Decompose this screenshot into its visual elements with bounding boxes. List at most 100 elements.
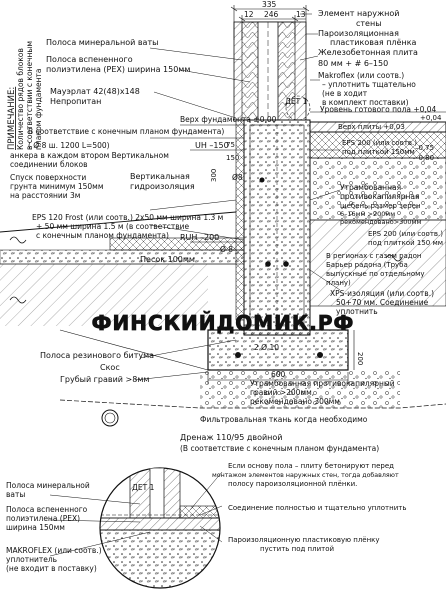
detail-makro-3: (не входит в поставку) xyxy=(6,564,97,573)
label-anchor-2: анкера в каждом втором Вертикальном xyxy=(10,151,169,160)
label-mineral: Полоса минеральной ваты xyxy=(46,38,158,47)
watermark: ФИНСКИЙДОМИК.РФ xyxy=(92,311,355,335)
label-gravel: Грубый гравий >8мм xyxy=(60,375,149,384)
gravel-under xyxy=(200,370,400,408)
label-wall-1: Элемент наружной xyxy=(318,9,400,18)
label-anchor-3: соединении блоков xyxy=(10,160,88,169)
label-drain-2: (В соответствие с конечным планом фундам… xyxy=(180,444,379,453)
label-floor: Уровень готового пола +0,04 xyxy=(320,105,437,114)
label-dim-300: 300 xyxy=(210,169,218,182)
detail-note-2: монтажом элементов наружных стен, тогда … xyxy=(212,471,399,479)
label-dim-150: 150 xyxy=(226,154,239,162)
detail-note-1: Если основу полa – плиту бетонируют пере… xyxy=(228,462,394,470)
outer-eps xyxy=(235,119,245,321)
label-vapor-1: Пароизоляционная xyxy=(318,29,399,38)
detail-pex-3: ширина 150мм xyxy=(6,523,65,532)
label-compacted-2: гравий >200мм, xyxy=(250,388,314,397)
label-makro-1: Makroflex (или соотв.) xyxy=(318,71,404,80)
dim-335: 335 xyxy=(262,0,277,9)
label-fill-2: противокапилярная xyxy=(340,192,420,201)
floor-slab xyxy=(309,121,446,221)
label-pex-2: полиэтилена (PEX) ширина 150мм xyxy=(46,65,190,74)
label-makro-4: в комплект поставки) xyxy=(322,98,409,107)
label-eps-1: EPS 120 Frost (или соотв.) 2х50 мм ширин… xyxy=(32,213,223,222)
rebar-label: 2 Ø 10 xyxy=(254,343,279,352)
dim-200: 200 xyxy=(356,352,364,365)
label-xps-3: уплотнить xyxy=(336,307,378,316)
label-plus004: +0,04 xyxy=(420,114,442,122)
label-dim-75: 75 xyxy=(226,141,235,149)
detail-note-4: Соединение полностью и тщательно уплотни… xyxy=(228,504,406,512)
detail-mineral-2: ваты xyxy=(6,490,25,499)
dim-12: 12 xyxy=(244,10,254,19)
label-xps-1: XPS-изоляция (или соотв.) xyxy=(330,289,434,298)
ground-line xyxy=(0,211,237,233)
detail-note-3: полосу пароизоляционной плёнки. xyxy=(228,480,357,488)
det1-circle xyxy=(285,95,311,121)
detail-labels: Полоса минеральной ваты Полоса вспененно… xyxy=(6,462,406,573)
label-wall-2: стены xyxy=(356,19,382,28)
level-lines xyxy=(180,111,446,243)
ground-fill xyxy=(0,264,208,326)
label-slope-3: на расстоянии 3м xyxy=(10,191,80,200)
label-foundation-top: Верх фундамента ±0,00 xyxy=(180,115,277,124)
label-mauerlat-2: Непропитан xyxy=(50,97,101,106)
label-slope-1: Спуск поверхности xyxy=(10,173,86,182)
label-vhydro-1: Вертикальная xyxy=(130,172,190,181)
label-minus080: –0,80 xyxy=(415,154,434,162)
label-fill-4: 6–16мм >200мм xyxy=(340,210,395,218)
label-compacted-3: рекомендовано 300мм xyxy=(250,397,340,406)
label-fill-5: рекомендовано>300мм xyxy=(340,218,421,226)
label-makro-3: (не в ходит xyxy=(322,89,368,98)
label-uh: UH –150 xyxy=(195,141,229,150)
label-eps-2: + 50 мм ширина 1.5 м (в соответствие xyxy=(36,222,189,231)
label-fill-3: щебень размер зерен xyxy=(340,202,421,210)
note-line-3: планом фундамента xyxy=(34,68,43,150)
label-minus075: –0,75 xyxy=(415,144,434,152)
left-labels: Полоса минеральной ваты Полоса вспененно… xyxy=(10,38,395,453)
label-eps-3: с конечным планом фундамента) xyxy=(36,231,169,240)
detail-pex-2: полиэтилена (PEX) xyxy=(6,514,80,523)
detail-note-6: пустить под плитой xyxy=(260,545,334,553)
detail-note-5: Пароизоляционную пластиковую плёнку xyxy=(228,536,380,544)
label-radon-2: Барьер радона (Труба xyxy=(326,261,408,269)
scree-line xyxy=(59,329,209,371)
label-vapor-2: пластиковая плёнка xyxy=(330,38,417,47)
label-slab-1: Железобетонная плита xyxy=(318,48,418,57)
label-mauerlat-1: Мауэрлат 42(48)х148 xyxy=(50,87,140,96)
detail-mineral-1: Полоса минеральной xyxy=(6,481,90,490)
label-eps-under: EPS 200 (или соотв.) xyxy=(342,139,417,147)
label-makro-2: – уплотнить тщательно xyxy=(322,80,416,89)
detail-circle xyxy=(99,467,221,589)
label-fill-1: Утрамбованная xyxy=(340,183,401,192)
label-eps-mid-2: под плиткой 150 мм xyxy=(368,239,443,247)
label-rubber: Полоса резинового битума xyxy=(40,351,154,360)
right-xps xyxy=(309,219,446,307)
detail-det-label: ДЕТ 1 xyxy=(132,483,155,492)
label-anchor-1: ( Ø 8 ш. 1200 L=500) xyxy=(28,141,110,150)
label-radon-4: плану) xyxy=(326,279,351,287)
detail-makro-1: MAKROFLEX (или соотв.) xyxy=(6,546,102,555)
label-compacted-1: Утрамбованная противокапилярный xyxy=(250,379,395,388)
label-pex-1: Полоса вспененного xyxy=(46,55,133,64)
fabric-line xyxy=(59,399,446,409)
detail-pex-1: Полоса вспененного xyxy=(6,505,88,514)
label-slab-top: Верх плиты +0,03 xyxy=(338,123,405,131)
label-xps-2: 50+70 мм. Соединение xyxy=(336,298,429,307)
detail-makro-2: уплотнитель xyxy=(6,555,57,564)
label-fplan: В соответствие с конечным планом фундаме… xyxy=(28,127,224,136)
label-eps-mid-1: EPS 200 (или соотв.) xyxy=(368,230,443,238)
leader-lines xyxy=(134,13,341,381)
dim-13: 13 xyxy=(296,10,306,19)
note-title: ПРИМЕЧАНИЕ: xyxy=(7,87,17,150)
label-phi8a: Ø8 xyxy=(232,173,243,182)
label-phi8b: Ø 8 xyxy=(220,245,233,254)
note-line-2: в соответствии с конечным xyxy=(25,41,34,150)
vertical-note: ПРИМЕЧАНИЕ: Количество рядов блоков в со… xyxy=(7,41,43,150)
label-radon-3: выпускные по отдельному xyxy=(326,270,425,278)
right-labels: Элемент наружной стены Пароизоляционная … xyxy=(318,9,443,316)
note-line-1: Количество рядов блоков xyxy=(16,48,25,150)
label-slab-2: 80 мм + # 6–150 xyxy=(318,59,388,68)
label-ruh: RUH –200 xyxy=(180,233,219,242)
